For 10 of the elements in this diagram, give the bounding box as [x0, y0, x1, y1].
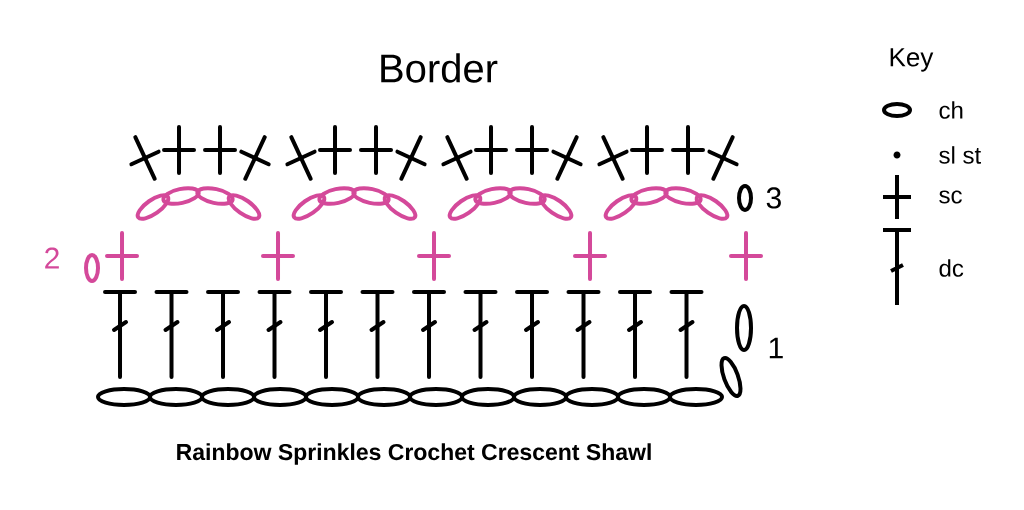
title: Border — [381, 53, 498, 83]
legend-label: sc — [939, 190, 962, 204]
legend-label: dc — [939, 259, 964, 277]
row-number: 1 — [769, 337, 783, 359]
caption: Rainbow Sprinkles Crochet Crescent Shawl — [177, 443, 651, 465]
key-heading: Key — [890, 48, 934, 72]
row-number: 2 — [45, 247, 59, 269]
legend-label: ch — [939, 101, 963, 119]
row-number: 3 — [766, 187, 781, 209]
legend-label: sl st — [939, 146, 981, 164]
